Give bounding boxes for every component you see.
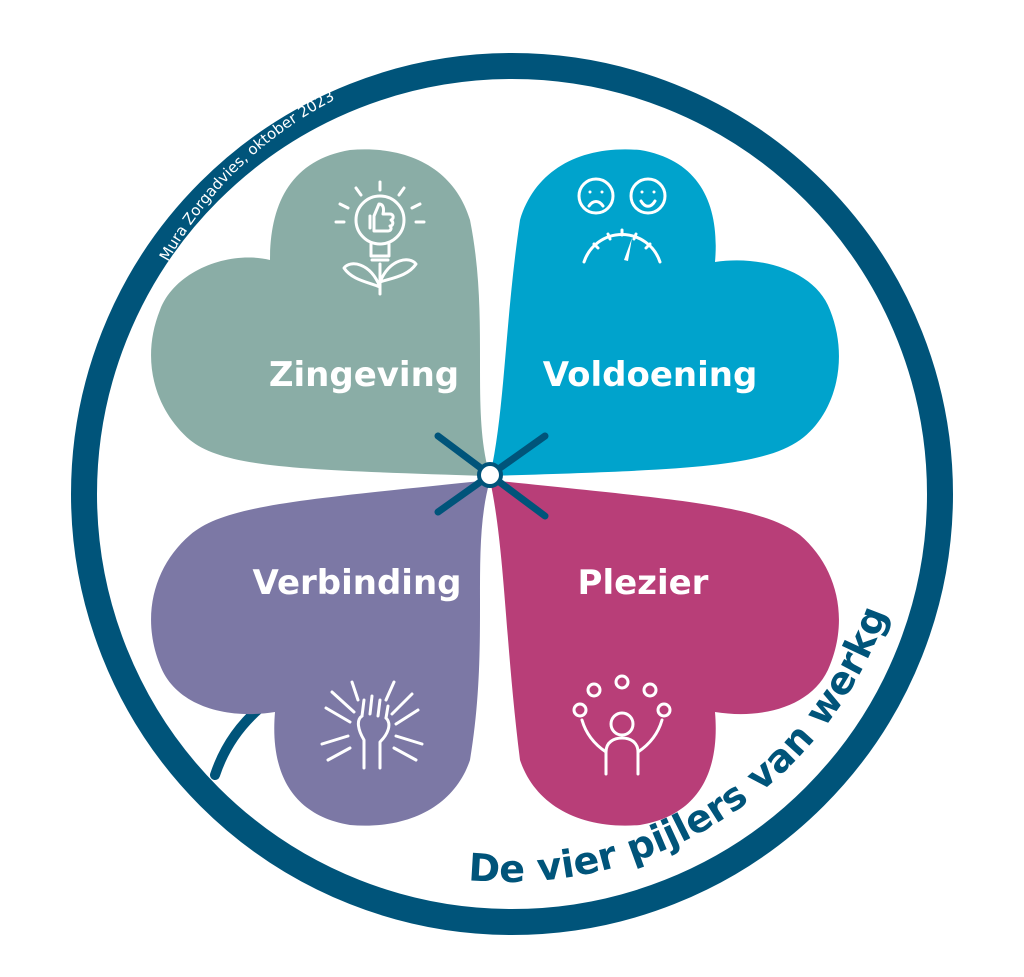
leaf-zingeving	[151, 149, 490, 476]
lightbulb-plant-icon	[334, 180, 426, 296]
label-verbinding: Verbinding	[252, 563, 461, 603]
leaf-voldoening	[490, 149, 839, 476]
leaf-plezier	[490, 480, 839, 826]
label-plezier: Plezier	[578, 563, 709, 603]
joined-hands-icon	[320, 680, 424, 770]
smiley-gauge-icon	[577, 177, 667, 264]
label-zingeving: Zingeving	[269, 355, 459, 395]
outer-ring	[71, 53, 953, 935]
juggling-person-icon	[572, 674, 672, 776]
label-voldoening: Voldoening	[543, 355, 758, 395]
center-cross	[434, 432, 549, 520]
